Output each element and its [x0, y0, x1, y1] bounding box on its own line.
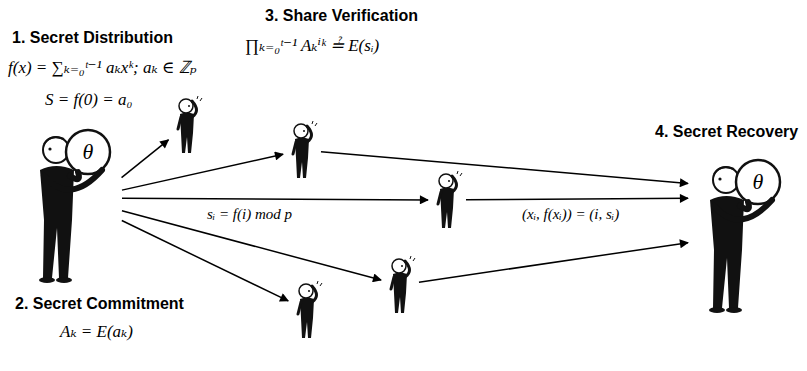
share-arrow: [321, 152, 688, 184]
section-heading: 3. Share Verification: [265, 6, 418, 25]
participant-figure: [293, 121, 317, 178]
share-arrow: [122, 140, 169, 178]
edge-label: (xᵢ, f(xᵢ)) = (i, sᵢ): [520, 205, 621, 223]
participant-figure: [298, 281, 322, 338]
dealer-node: θ: [20, 120, 120, 285]
secret-symbol: θ: [83, 140, 94, 164]
recoverer-node: θ: [690, 150, 790, 315]
participant-node: [383, 255, 417, 315]
formula-text: Aₖ = E(aₖ): [60, 322, 133, 342]
participant-figure: [178, 96, 202, 153]
participant-figure: [391, 256, 415, 313]
share-arrow: [122, 221, 288, 301]
section-heading: 2. Secret Commitment: [15, 294, 184, 313]
edge-label: sᵢ = f(i) mod p: [205, 205, 294, 223]
share-arrow: [122, 154, 283, 190]
section-heading: 1. Secret Distribution: [12, 28, 173, 47]
participant-node: [290, 280, 324, 340]
participant-node: [430, 170, 464, 230]
share-arrow: [419, 243, 688, 283]
participant-figure: [438, 171, 462, 228]
formula-text: f(x) = ∑ₖ₌₀ᵗ⁻¹ aₖxᵏ; aₖ ∈ ℤₚ: [8, 58, 196, 78]
share-arrow: [466, 198, 688, 200]
dealer-figure: [39, 130, 110, 283]
participant-node: [285, 120, 319, 180]
participant-node: [170, 95, 204, 155]
formula-text: ∏ₖ₌₀ᵗ⁻¹ Aₖⁱᵏ ≟ E(sᵢ): [245, 36, 379, 56]
secret-symbol: θ: [753, 170, 764, 194]
section-heading: 4. Secret Recovery: [655, 122, 798, 141]
formula-text: S = f(0) = a₀: [45, 90, 132, 110]
share-arrow: [122, 198, 428, 200]
recoverer-figure: [709, 160, 780, 313]
